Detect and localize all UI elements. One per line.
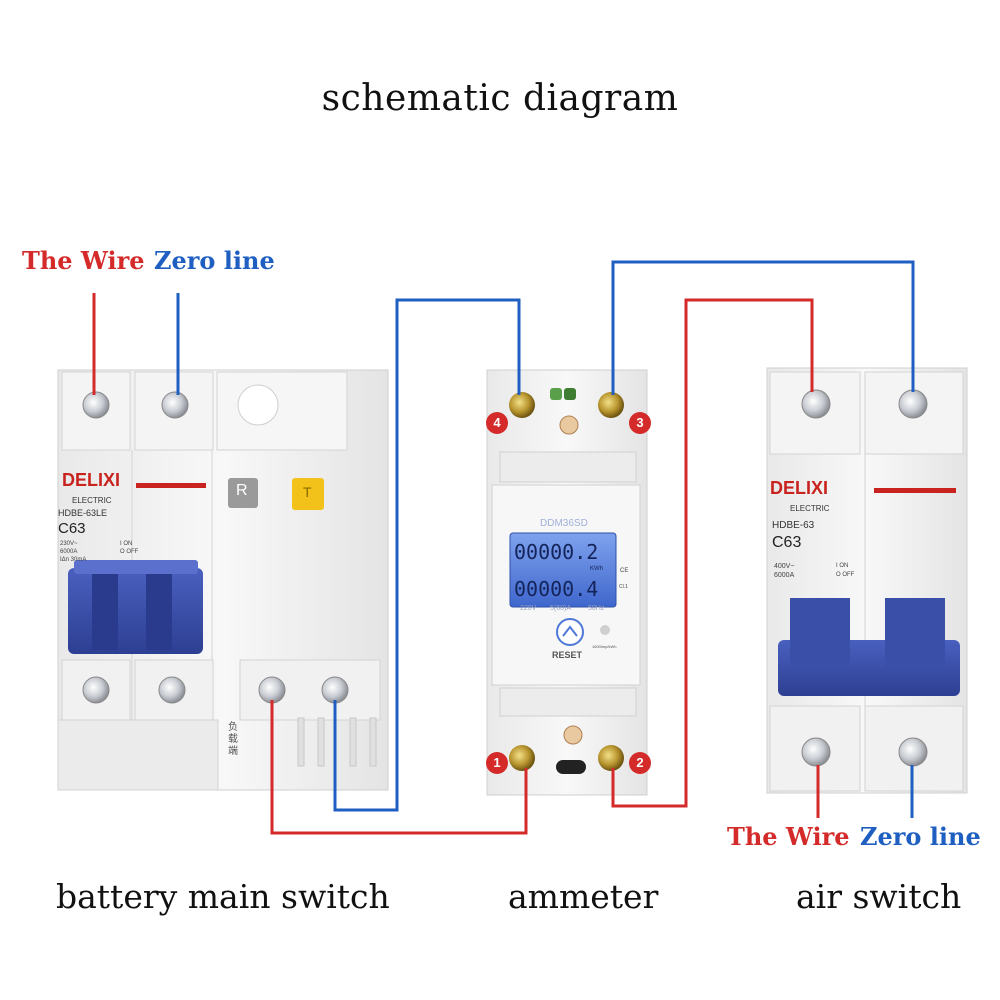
meter-unit: KWh <box>590 566 604 572</box>
meter-spec-current: 5(60)A <box>550 605 572 612</box>
meter-reading-top: 00000.2 <box>514 540 599 564</box>
main-switch-reset-button[interactable]: R <box>236 482 248 499</box>
right-neutral-label: Zero line <box>860 822 981 851</box>
meter-class-mark: Cl.1 <box>619 584 628 590</box>
left-neutral-label: Zero line <box>154 246 275 275</box>
main-switch-spec-2: 6000A <box>60 549 78 555</box>
air-switch-device <box>766 367 968 794</box>
main-switch-model: HDBE-63LE <box>58 508 108 518</box>
main-switch-onoff: I ON O OFF <box>120 540 138 556</box>
meter-imp-label: 1600imp/kWh <box>592 644 617 649</box>
caption-main-switch: battery main switch <box>56 877 390 916</box>
main-switch-on-label: I ON <box>120 541 133 547</box>
neutral-main-to-meter-4 <box>333 298 521 812</box>
meter-reading-bottom: 00000.4 <box>514 577 599 601</box>
meter-terminal-4-badge: 4 <box>493 415 501 430</box>
meter-model: DDM36SD <box>540 518 588 529</box>
main-switch-load-label: 负 载 端 <box>228 722 240 758</box>
diagram-title: schematic diagram <box>321 78 679 119</box>
air-switch-off-label: O OFF <box>836 572 855 578</box>
air-switch-spec-1: 400V~ <box>774 563 795 570</box>
meter-device <box>486 369 651 796</box>
main-switch-device <box>57 369 389 791</box>
air-switch-rating: C63 <box>772 534 802 551</box>
main-switch-brand-sub: ELECTRIC <box>72 496 112 505</box>
main-switch-spec-1: 230V~ <box>60 541 78 547</box>
air-switch-specs: 400V~ 6000A <box>774 562 794 580</box>
main-switch-specs: 230V~ 6000A IΔn 30mA <box>60 540 86 564</box>
meter-terminal-2-badge: 2 <box>636 755 644 770</box>
load-char-2: 载 <box>228 734 238 745</box>
wires <box>92 260 915 835</box>
meter-ce-mark: CE <box>620 568 629 574</box>
right-live-label: The Wire <box>727 822 850 851</box>
main-switch-off-label: O OFF <box>120 549 139 555</box>
meter-spec-voltage: 220V <box>520 605 537 612</box>
main-switch-brand: DELIXI <box>62 470 121 490</box>
air-switch-onoff: I ON O OFF <box>836 562 854 580</box>
air-switch-spec-2: 6000A <box>774 572 795 579</box>
main-switch-test-button[interactable]: T <box>303 484 312 500</box>
air-switch-on-label: I ON <box>836 563 849 569</box>
caption-air-switch: air switch <box>796 877 962 916</box>
meter-spec-frequency: 50Hz <box>588 605 605 612</box>
live-main-to-meter-1 <box>270 700 528 835</box>
load-char-3: 端 <box>228 746 238 757</box>
left-live-label: The Wire <box>22 246 145 275</box>
air-switch-brand: DELIXI <box>770 478 829 498</box>
meter-reset-label[interactable]: RESET <box>552 650 583 660</box>
neutral-meter-3-to-air <box>611 260 915 395</box>
main-switch-rating: C63 <box>58 520 86 537</box>
main-switch-spec-3: IΔn 30mA <box>60 557 87 563</box>
meter-terminal-1-badge: 1 <box>493 755 501 770</box>
meter-terminal-3-badge: 3 <box>636 415 644 430</box>
caption-ammeter: ammeter <box>508 877 659 916</box>
load-char-1: 负 <box>228 722 238 733</box>
air-switch-model: HDBE-63 <box>772 520 815 531</box>
air-switch-brand-sub: ELECTRIC <box>790 504 830 513</box>
live-meter-2-to-air <box>611 298 814 808</box>
